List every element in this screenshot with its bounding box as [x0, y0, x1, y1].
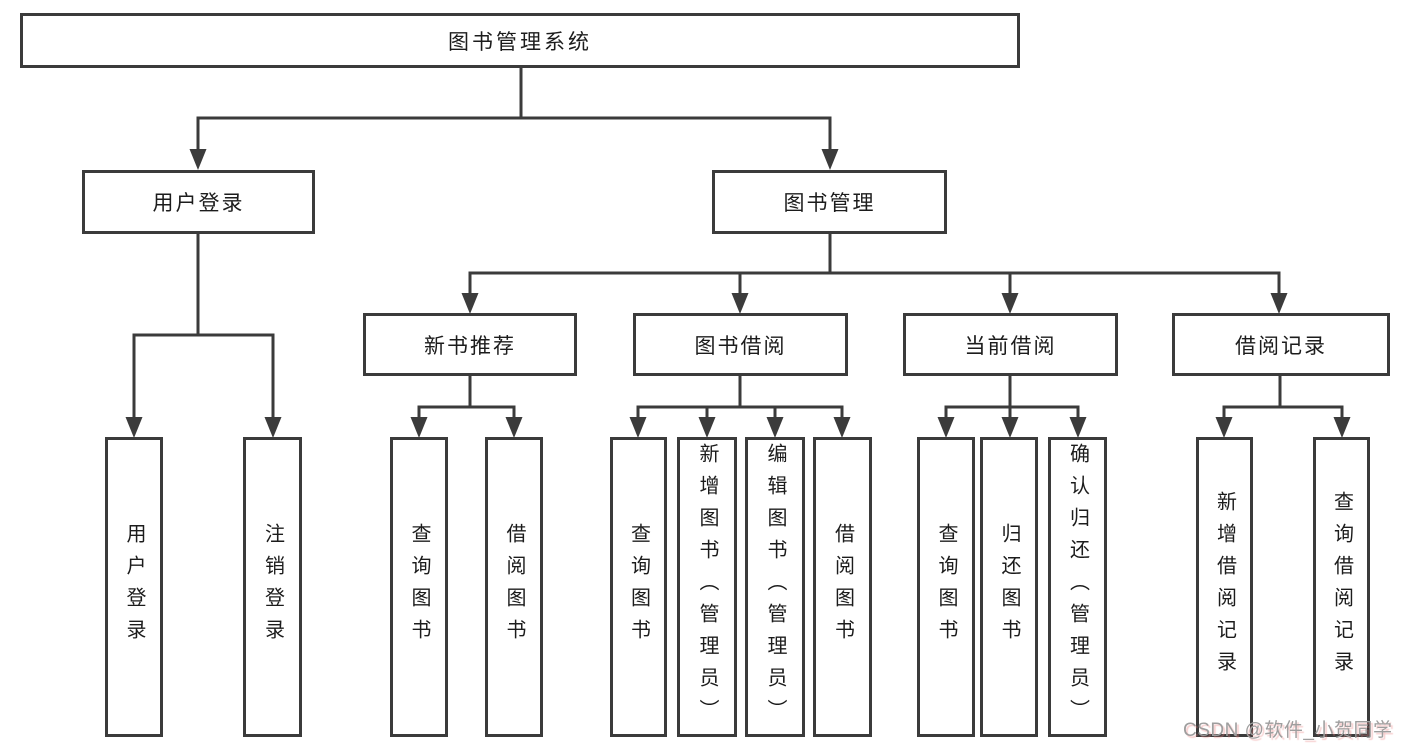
leaf-logout: 注销登录 [243, 437, 302, 737]
node-root-label: 图书管理系统 [448, 30, 592, 54]
arrowhead-icon [1270, 293, 1288, 314]
leaf-currentborrow-confirm-return-admin: 确认归还（管理员） [1048, 437, 1107, 737]
node-borrow-records: 借阅记录 [1172, 313, 1390, 376]
leaf-newbooks-query-books: 查询图书 [390, 437, 448, 737]
node-book-borrow-label: 图书借阅 [694, 334, 787, 358]
leaf-currentborrow-return-books-label: 归还图书 [998, 523, 1020, 651]
leaf-records-add-borrow-record: 新增借阅记录 [1196, 437, 1253, 737]
leaf-bookborrow-add-books-admin-label: 新增图书（管理员） [696, 443, 718, 731]
leaf-bookborrow-query-books: 查询图书 [610, 437, 667, 737]
leaf-bookborrow-edit-books-admin: 编辑图书（管理员） [745, 437, 805, 737]
arrowhead-icon [189, 149, 207, 170]
arrowhead-icon [833, 417, 851, 438]
leaf-bookborrow-edit-books-admin-label: 编辑图书（管理员） [764, 443, 786, 731]
node-root: 图书管理系统 [20, 13, 1020, 68]
node-user-login: 用户登录 [82, 170, 315, 234]
arrowhead-icon [505, 417, 523, 438]
arrowhead-icon [821, 149, 839, 170]
node-new-books-label: 新书推荐 [424, 334, 516, 358]
connector-book-borrow-to-leaves [629, 376, 851, 438]
node-current-borrow-label: 当前借阅 [964, 334, 1057, 358]
leaf-newbooks-borrow-books: 借阅图书 [485, 437, 543, 737]
connector-new-books-to-leaves [410, 376, 523, 438]
arrowhead-icon [1069, 417, 1087, 438]
connector-root-to-level2 [189, 68, 839, 170]
leaf-bookborrow-query-books-label: 查询图书 [627, 523, 650, 651]
leaf-records-query-borrow-record-label: 查询借阅记录 [1330, 491, 1353, 683]
node-current-borrow: 当前借阅 [903, 313, 1118, 376]
leaf-currentborrow-return-books: 归还图书 [980, 437, 1038, 737]
arrowhead-icon [731, 293, 749, 314]
node-book-borrow: 图书借阅 [633, 313, 848, 376]
arrowhead-icon [1215, 417, 1233, 438]
csdn-watermark: CSDN @软件_小贺同学 [1183, 720, 1393, 741]
arrowhead-icon [264, 417, 282, 438]
leaf-currentborrow-confirm-return-admin-label: 确认归还（管理员） [1066, 443, 1089, 731]
leaf-currentborrow-query-books: 查询图书 [917, 437, 975, 737]
leaf-records-add-borrow-record-label: 新增借阅记录 [1213, 491, 1236, 683]
arrowhead-icon [125, 417, 143, 438]
leaf-records-query-borrow-record: 查询借阅记录 [1313, 437, 1370, 737]
arrowhead-icon [698, 417, 716, 438]
leaf-bookborrow-add-books-admin: 新增图书（管理员） [677, 437, 737, 737]
arrowhead-icon [1001, 417, 1019, 438]
leaf-currentborrow-query-books-label: 查询图书 [935, 523, 957, 651]
leaf-user-login: 用户登录 [105, 437, 163, 737]
leaf-bookborrow-borrow-books: 借阅图书 [813, 437, 872, 737]
connector-borrow-records-to-leaves [1215, 376, 1351, 438]
arrowhead-icon [629, 417, 647, 438]
leaf-newbooks-query-books-label: 查询图书 [408, 523, 430, 651]
node-book-mgmt: 图书管理 [712, 170, 947, 234]
connector-current-borrow-to-leaves [937, 376, 1087, 438]
arrowhead-icon [410, 417, 428, 438]
node-borrow-records-label: 借阅记录 [1235, 334, 1327, 358]
arrowhead-icon [1333, 417, 1351, 438]
arrowhead-icon [1001, 293, 1019, 314]
connector-user-login-to-leaves [125, 234, 282, 438]
leaf-bookborrow-borrow-books-label: 借阅图书 [831, 523, 854, 651]
arrowhead-icon [937, 417, 955, 438]
leaf-logout-label: 注销登录 [261, 523, 284, 651]
leaf-user-login-label: 用户登录 [123, 523, 145, 651]
arrowhead-icon [766, 417, 784, 438]
node-book-mgmt-label: 图书管理 [783, 192, 876, 215]
arrowhead-icon [461, 293, 479, 314]
connector-book-mgmt-to-level3 [461, 234, 1288, 314]
node-new-books: 新书推荐 [363, 313, 577, 376]
node-user-login-label: 用户登录 [152, 192, 245, 215]
leaf-newbooks-borrow-books-label: 借阅图书 [503, 523, 525, 651]
